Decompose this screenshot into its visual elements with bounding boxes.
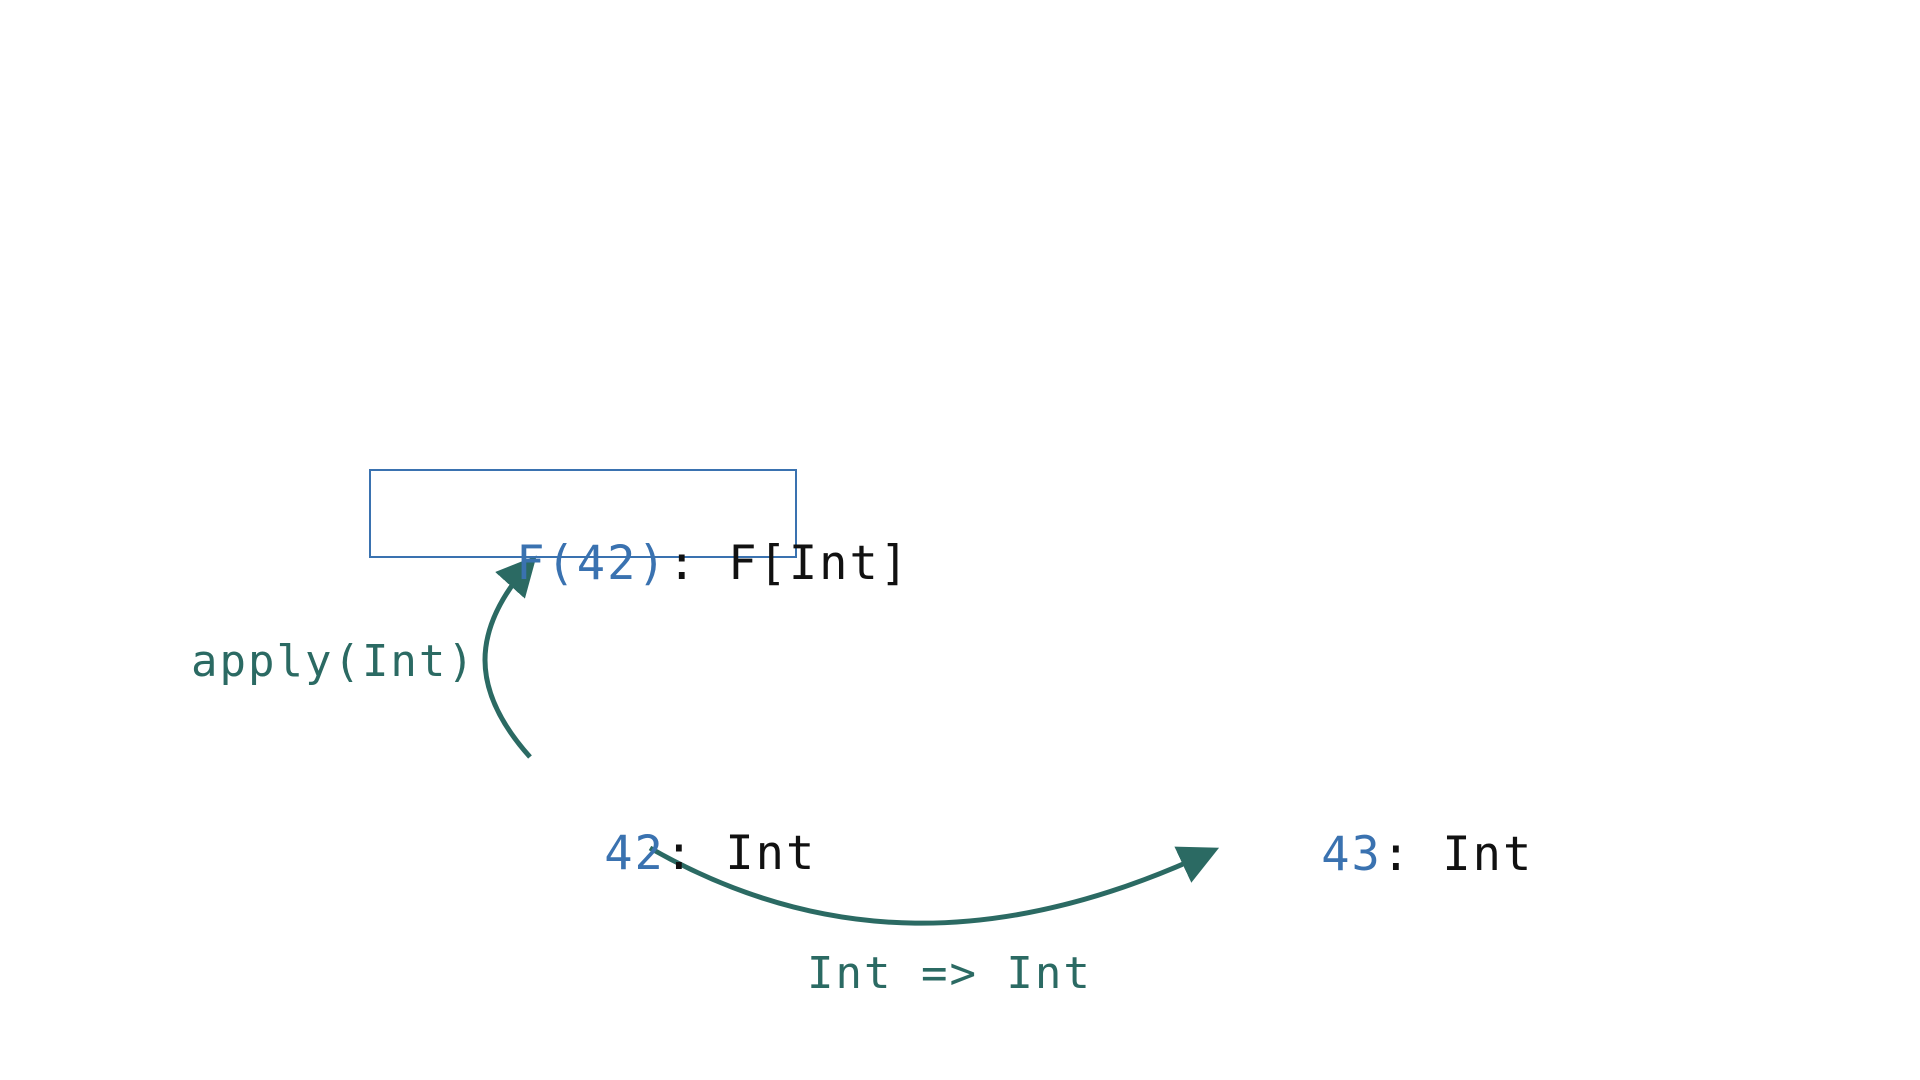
target-node: 43: Int [1200, 784, 1533, 925]
lift-arrow-label: apply(Int) [191, 636, 476, 687]
boxed-node-border [369, 469, 797, 558]
source-node-type: Int [725, 826, 817, 881]
boxed-node: F(42): F[Int] [395, 493, 910, 634]
source-node-separator: : [664, 826, 726, 881]
target-node-separator: : [1381, 827, 1443, 882]
boxed-node-separator: : [667, 536, 729, 591]
map-arrow-label: Int => Int [807, 948, 1092, 999]
source-node: 42: Int [483, 783, 816, 924]
target-node-value: 43 [1321, 827, 1382, 882]
boxed-node-type: F[Int] [728, 536, 911, 591]
boxed-node-value: F(42) [516, 536, 668, 591]
source-node-value: 42 [604, 826, 665, 881]
target-node-type: Int [1442, 827, 1534, 882]
map-arrow [648, 845, 1220, 926]
lift-arrow [482, 555, 537, 759]
